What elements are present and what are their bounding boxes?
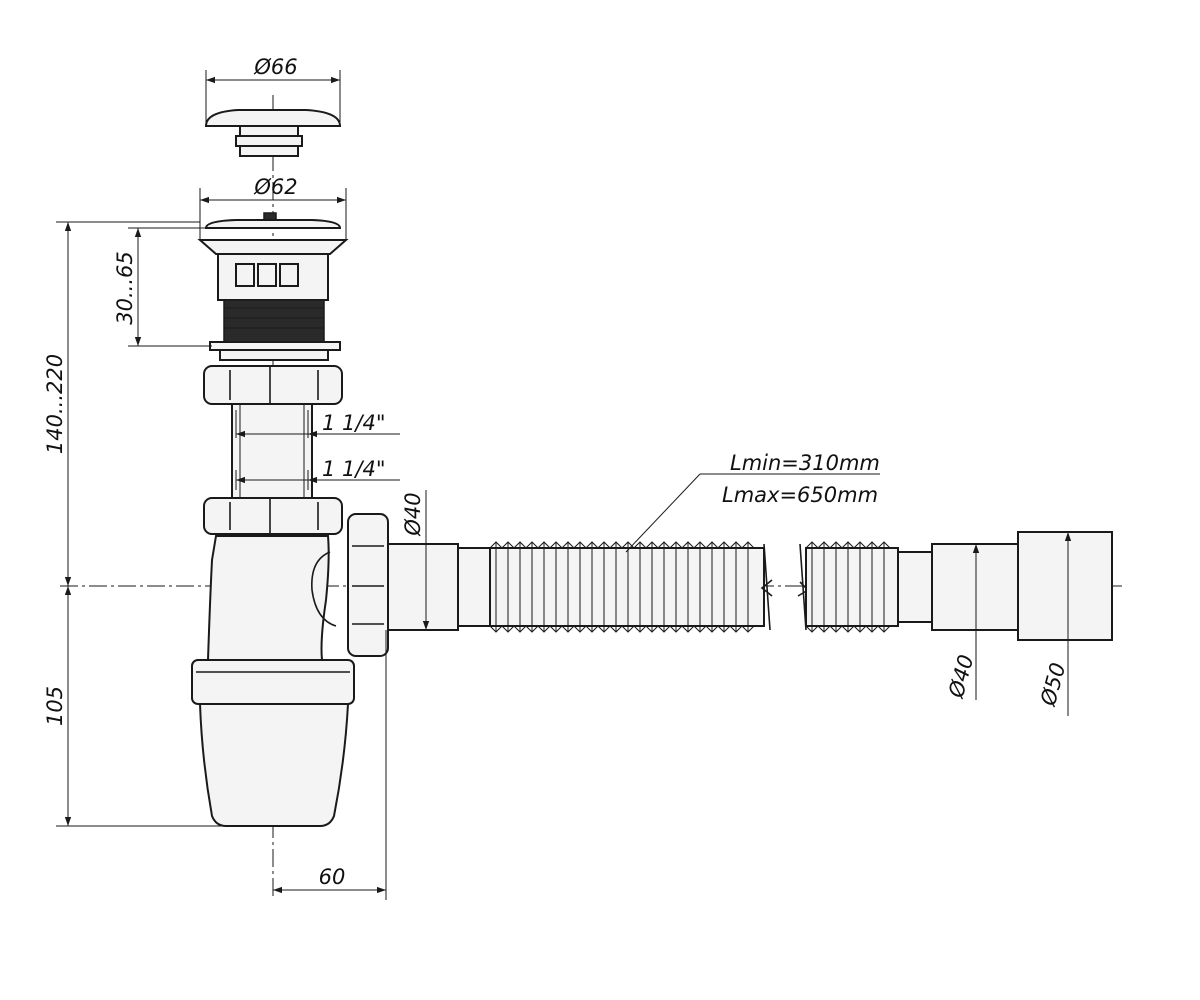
lower-nut: [203, 497, 343, 535]
hose-ridge: [681, 541, 695, 633]
dim-offset: 60: [273, 630, 387, 900]
upper-nut: [203, 365, 343, 405]
hose-ridge: [633, 541, 647, 633]
hose-ridge: [597, 541, 611, 633]
hose-ridge: [609, 541, 623, 633]
flange-diameter-label: Ø62: [253, 175, 297, 199]
hose-ridge: [805, 541, 819, 633]
hose-ridge: [585, 541, 599, 633]
dim-lower-thread: 1 1/4": [235, 457, 400, 490]
hose-ridge: [841, 541, 855, 633]
hose-length-max-label: Lmax=650mm: [722, 483, 878, 507]
hose-length-min-label: Lmin=310mm: [730, 451, 880, 475]
hose-ridge: [705, 541, 719, 633]
siphon-bottle: [191, 535, 355, 827]
drain-plug: [197, 212, 349, 361]
vertical-tube: [231, 403, 313, 499]
offset-label: 60: [319, 865, 346, 889]
hose-ridge: [657, 541, 671, 633]
hose-ridge: [829, 541, 843, 633]
hose-ridge: [549, 541, 563, 633]
hose-ridge: [853, 541, 867, 633]
hose-ridge: [501, 541, 515, 633]
hose-ridge: [573, 541, 587, 633]
hose-ridge: [877, 541, 891, 633]
pop-up-cap: [204, 109, 342, 157]
hose-ridge: [729, 541, 743, 633]
hose-ridge: [693, 541, 707, 633]
hose-ridge: [669, 541, 683, 633]
hose-ridge: [645, 541, 659, 633]
total-height-label: 140...220: [43, 354, 67, 454]
hose-ridge: [525, 541, 539, 633]
hose-ridge: [489, 541, 503, 633]
bottom-height-label: 105: [43, 686, 67, 726]
dim-plug-height: 30...65: [113, 227, 212, 347]
hose-ridge: [717, 541, 731, 633]
end-outer-diameter-label: Ø50: [1036, 660, 1071, 709]
dim-outlet-diameter: Ø40: [401, 490, 430, 630]
outlet-diameter-label: Ø40: [401, 492, 425, 536]
upper-thread-label: 1 1/4": [322, 411, 386, 435]
dim-total-height: 140...220: [43, 221, 200, 586]
dim-flange-diameter: Ø62: [199, 175, 347, 240]
dim-upper-thread: 1 1/4": [235, 410, 400, 438]
hose-ridge: [537, 541, 551, 633]
corrugated-hose: [489, 531, 1113, 641]
dim-bottom-height: 105: [43, 586, 226, 827]
hose-ridge: [817, 541, 831, 633]
hose-length-leader: Lmin=310mm Lmax=650mm: [625, 451, 880, 553]
plug-height-label: 30...65: [113, 251, 137, 324]
outlet-nut: [347, 513, 491, 657]
dim-cap-diameter: Ø66: [205, 55, 341, 122]
hose-ridge: [865, 541, 879, 633]
hose-ridge: [513, 541, 527, 633]
cap-diameter-label: Ø66: [253, 55, 297, 79]
end-inner-diameter-label: Ø40: [944, 652, 979, 701]
lower-thread-label: 1 1/4": [322, 457, 386, 481]
hose-ridge: [561, 541, 575, 633]
hose-ridge: [741, 541, 755, 633]
